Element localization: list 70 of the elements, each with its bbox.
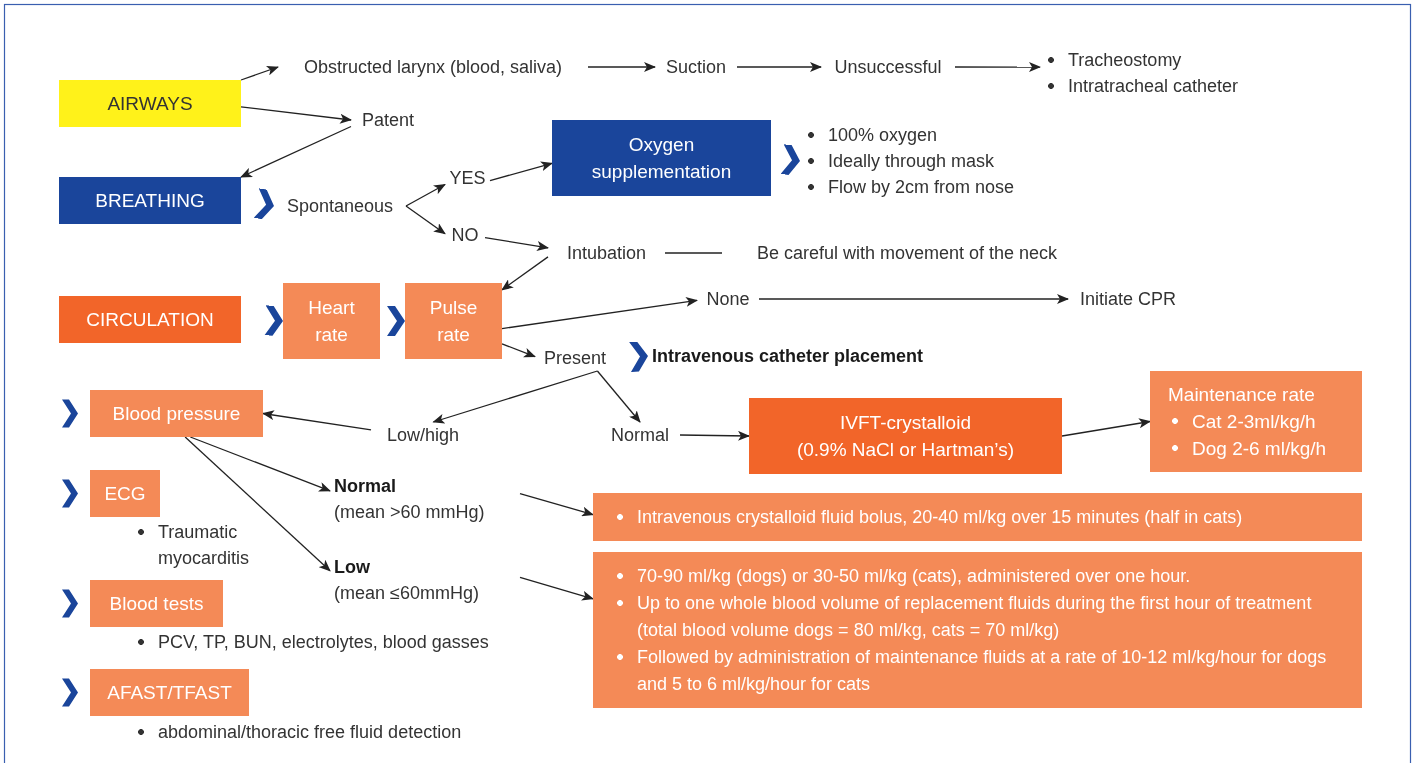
flow-label: (mean >60 mmHg)	[334, 501, 485, 524]
step-box	[552, 120, 771, 196]
arrow	[954, 62, 1041, 73]
box-label: Maintenance rate	[1168, 383, 1315, 407]
arrow	[489, 161, 553, 182]
flow-label: Intubation	[548, 240, 665, 266]
arrow	[432, 370, 599, 424]
step-box	[749, 398, 1062, 474]
flow-label: Obstructed larynx (blood, saliva)	[278, 54, 588, 80]
box-label: Blood tests	[109, 592, 204, 616]
step-box	[59, 296, 241, 343]
flow-label: Low/high	[371, 422, 475, 448]
arrow	[587, 62, 656, 72]
box-label: Blood pressure	[112, 402, 241, 426]
arrow	[501, 343, 536, 358]
flow-label: (mean ≤60mmHg)	[334, 582, 479, 605]
step-box	[90, 669, 249, 716]
arrow	[240, 125, 352, 178]
flow-label: Normal	[600, 422, 680, 448]
box-label: Oxygen supplementation	[590, 133, 733, 184]
flow-label: Unsuccessful	[821, 54, 955, 80]
step-box	[1150, 371, 1362, 472]
step-box	[593, 552, 1362, 708]
arrow	[189, 436, 331, 492]
flow-label: None	[697, 286, 759, 312]
flow-label: Be careful with movement of the neck	[722, 240, 1092, 266]
arrow	[679, 430, 750, 441]
arrow	[240, 65, 279, 81]
arrow	[501, 256, 549, 291]
box-label: IVFT-crystalloid	[840, 411, 971, 435]
step-box	[405, 283, 502, 359]
flow-label: Patent	[351, 107, 425, 133]
box-label: Heart rate	[307, 296, 356, 347]
flow-label: Normal	[334, 475, 396, 498]
box-label: Pulse rate	[428, 296, 479, 347]
arrow	[262, 410, 372, 431]
arrow	[596, 370, 641, 423]
step-box	[59, 177, 241, 224]
arrow	[519, 492, 594, 517]
flow-label: Suction	[655, 54, 737, 80]
step-box	[59, 80, 241, 127]
arrow	[184, 436, 331, 572]
arrow	[501, 296, 698, 330]
step-box	[283, 283, 380, 359]
flow-label: Initiate CPR	[1068, 286, 1188, 312]
flow-label: YES	[445, 165, 490, 191]
arrow	[405, 205, 446, 235]
flow-label: Present	[535, 345, 615, 371]
connector-line	[664, 252, 723, 254]
flow-label: NO	[445, 222, 485, 248]
arrow	[240, 106, 352, 124]
box-label: AIRWAYS	[107, 92, 193, 116]
arrow	[1061, 418, 1151, 437]
step-box	[90, 470, 160, 517]
step-box	[593, 493, 1362, 541]
flow-label: Intravenous catheter placement	[648, 343, 1020, 369]
arrow	[405, 183, 446, 207]
box-label: BREATHING	[95, 189, 205, 213]
step-box	[90, 390, 263, 437]
flow-label: Spontaneous	[274, 193, 406, 219]
box-label: AFAST/TFAST	[107, 681, 232, 705]
box-label: CIRCULATION	[86, 308, 214, 332]
arrow	[519, 576, 594, 601]
box-label: ECG	[104, 482, 146, 506]
step-box	[90, 580, 223, 627]
arrow	[484, 236, 549, 251]
arrow	[736, 62, 822, 72]
flow-label: Low	[334, 556, 370, 579]
box-label: (0.9% NaCl or Hartman’s)	[796, 438, 1015, 462]
arrow	[758, 294, 1069, 304]
